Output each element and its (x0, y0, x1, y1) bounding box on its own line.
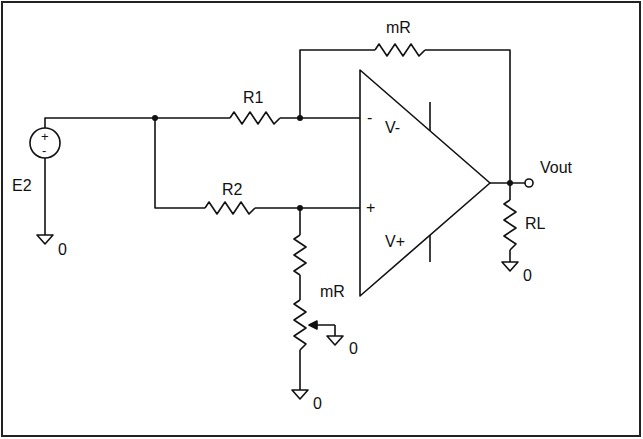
component-name: R1 (243, 90, 263, 106)
resistor-symbol (294, 235, 306, 275)
voltage-source (30, 128, 60, 158)
junction-dot (297, 115, 303, 121)
component-name: RL (525, 216, 545, 232)
ground-name: 0 (523, 268, 532, 284)
wiper-arrow (309, 321, 317, 329)
wire (44, 158, 46, 235)
potentiometer-symbol (294, 300, 306, 350)
pin-name: V+ (385, 234, 405, 250)
wire (300, 50, 510, 200)
ground-name: 0 (349, 341, 358, 357)
component-name: mR (320, 284, 345, 300)
junction-dot (152, 115, 158, 121)
resistor-symbol (504, 200, 516, 250)
supply-pin (429, 102, 431, 262)
pin-name: V- (385, 120, 400, 136)
ground-name: 0 (58, 242, 67, 258)
component-name: R2 (222, 182, 242, 198)
polarity-mark: - (42, 144, 46, 157)
wire (45, 118, 360, 128)
pin-name: - (367, 110, 372, 126)
ground-name: 0 (313, 396, 322, 412)
wire (509, 250, 511, 262)
component-name: E2 (12, 178, 32, 194)
pin-name: + (366, 200, 375, 216)
resistor-symbol (375, 44, 425, 56)
junction-dot (507, 180, 513, 186)
wire (155, 118, 360, 208)
polarity-mark: + (41, 130, 49, 143)
signal-name: Vout (540, 160, 572, 176)
resistor-symbol (205, 202, 255, 214)
ground-symbol (37, 235, 518, 399)
opamp-symbol (360, 70, 490, 296)
resistor-symbol (230, 112, 280, 124)
junction-dot (297, 205, 303, 211)
component-name: mR (386, 20, 411, 36)
output-terminal (525, 179, 533, 187)
